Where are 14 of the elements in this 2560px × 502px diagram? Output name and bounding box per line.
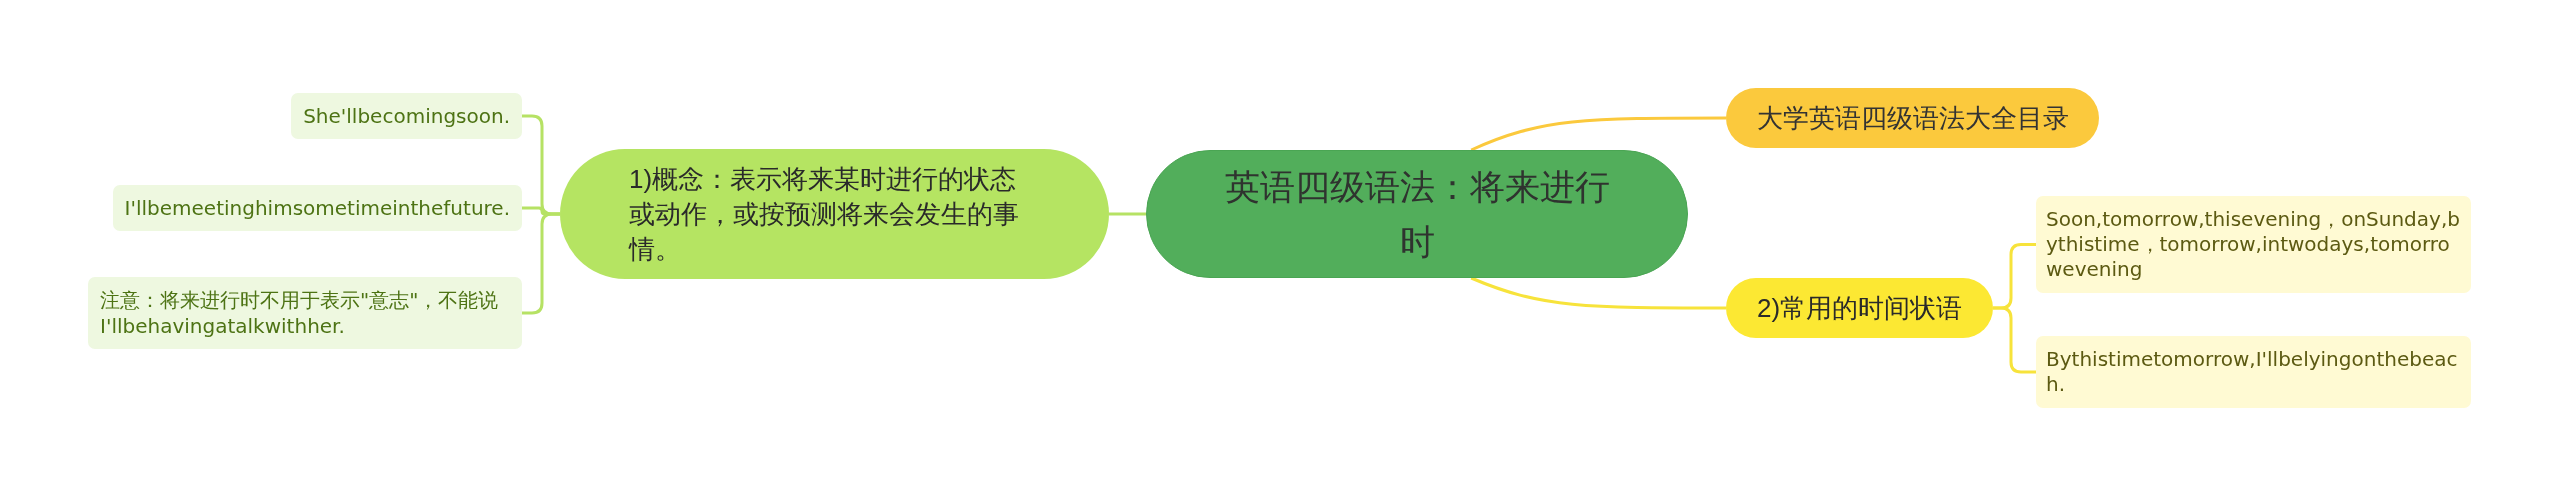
branch-line bbox=[1470, 116, 1726, 152]
note-card: Soon,tomorrow,thisevening，onSunday,bythistime，tomorrow,intwodays,tomorrowevening bbox=[2036, 196, 2471, 293]
branch-line bbox=[1109, 212, 1146, 216]
branch-line bbox=[522, 212, 560, 315]
note-card: She'llbecomingsoon. bbox=[291, 93, 522, 139]
branch-line bbox=[1993, 306, 2036, 374]
note-card: Bythistimetomorrow,I'llbelyingonthebeach. bbox=[2036, 336, 2471, 408]
note-card: I'llbemeetinghimsometimeinthefuture. bbox=[112, 185, 522, 231]
subtopic-node: 2)常用的时间状语 bbox=[1726, 278, 1993, 338]
subtopic-node: 1)概念：表示将来某时进行的状态或动作，或按预测将来会发生的事情。 bbox=[560, 149, 1109, 279]
subtopic-node: 大学英语四级语法大全目录 bbox=[1726, 88, 2099, 148]
central-topic-node: 英语四级语法：将来进行时 bbox=[1146, 150, 1688, 278]
note-card: 注意：将来进行时不用于表示"意志"，不能说I'llbehavingatalkwithher. bbox=[88, 277, 522, 349]
branch-line bbox=[1470, 276, 1726, 310]
